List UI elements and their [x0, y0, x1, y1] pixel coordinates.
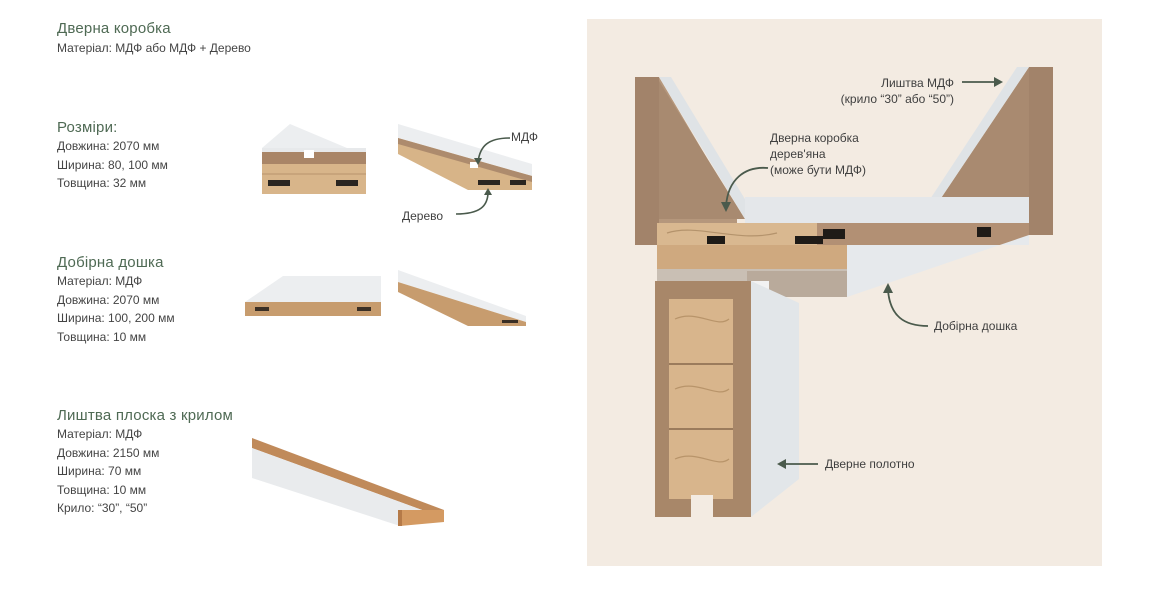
sizes-title: Розміри: — [57, 119, 118, 136]
sizes-length: Довжина: 2070 мм — [57, 139, 160, 153]
frame-section: Дверна коробка Матеріал: МДФ або МДФ + Д… — [57, 20, 251, 58]
casing-image — [252, 438, 444, 526]
extension-width: Ширина: 100, 200 мм — [57, 311, 175, 326]
frame-title: Дверна коробка — [57, 20, 171, 37]
extension-board-angled-image — [398, 270, 526, 326]
casing-material: Матеріал: МДФ — [57, 427, 143, 441]
wood-callout-arrow — [455, 188, 492, 215]
frame-label-line1: Дверна коробка — [770, 131, 859, 145]
extension-section: Добірна дошка Матеріал: МДФ Довжина: 207… — [57, 254, 175, 346]
leaf-label: Дверне полотно — [825, 457, 915, 471]
leaf-arrow — [777, 459, 818, 469]
casing-wing: Крило: “30”, “50” — [57, 501, 148, 516]
wood-callout-label: Дерево — [402, 209, 444, 223]
casing-label-line2: (крило “30” або “50”) — [840, 92, 954, 106]
frame-material: Матеріал: МДФ або МДФ + Дерево — [57, 41, 251, 55]
sizes-thickness: Товщина: 32 мм — [57, 176, 147, 191]
casing-length: Довжина: 2150 мм — [57, 445, 160, 460]
casing-label: Лиштва МДФ (крило “30” або “50”) — [808, 75, 954, 107]
extension-label: Добірна дошка — [934, 319, 1018, 333]
sizes-width: Ширина: 80, 100 мм — [57, 157, 168, 172]
frame-arrow — [721, 167, 769, 212]
frame-label: Дверна коробка дерев'яна (може бути МДФ) — [770, 130, 866, 178]
frame-label-line3: (може бути МДФ) — [770, 163, 866, 177]
extension-title: Добірна дошка — [57, 254, 164, 271]
casing-thickness: Товщина: 10 мм — [57, 482, 147, 497]
cross-section-diagram — [635, 67, 1053, 517]
casing-title: Лиштва плоска з крилом — [57, 407, 234, 424]
extension-length: Довжина: 2070 мм — [57, 292, 160, 307]
extension-arrow — [883, 283, 929, 327]
casing-label-line1: Лиштва МДФ — [881, 76, 954, 90]
casing-arrow — [962, 77, 1003, 87]
extension-material: Матеріал: МДФ — [57, 274, 143, 288]
casing-width: Ширина: 70 мм — [57, 464, 142, 479]
mdf-callout-label: МДФ — [511, 130, 538, 144]
frame-label-line2: дерев'яна — [770, 147, 826, 161]
extension-thickness: Товщина: 10 мм — [57, 329, 147, 344]
mdf-callout-arrow — [474, 137, 511, 165]
casing-section: Лиштва плоска з крилом Матеріал: МДФ Дов… — [57, 407, 233, 518]
frame-profile-angled-image — [398, 124, 532, 190]
frame-profile-image — [262, 124, 366, 194]
sizes-section: Розміри: Довжина: 2070 мм Ширина: 80, 10… — [57, 119, 168, 193]
extension-board-image — [245, 276, 381, 316]
